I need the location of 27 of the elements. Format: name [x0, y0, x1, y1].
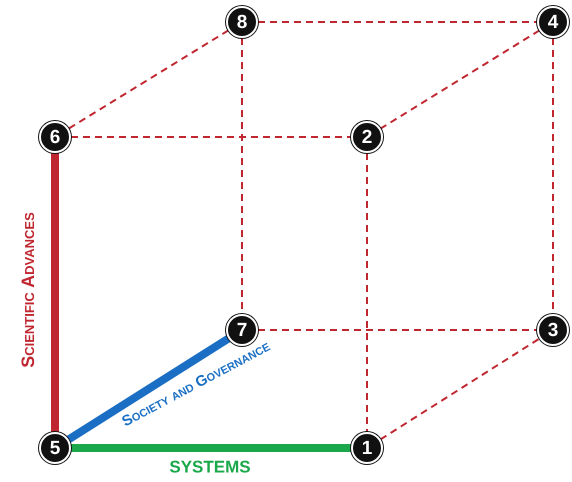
number-circle — [537, 6, 569, 38]
number-circle — [537, 314, 569, 346]
number-circle — [39, 121, 71, 153]
node-number: 4 — [548, 12, 558, 32]
node-number: 6 — [50, 128, 60, 146]
dashed-line — [258, 21, 537, 23]
dashed-line — [366, 153, 368, 432]
dashed-line — [71, 136, 351, 138]
number-circle — [39, 432, 71, 464]
dashed-line — [380, 30, 540, 130]
dashed-line — [258, 329, 537, 331]
node-number: 2 — [362, 128, 372, 146]
dashed-line — [68, 30, 229, 130]
edge-label: SYSTEMS — [169, 458, 251, 476]
node-number: 3 — [548, 320, 558, 340]
dashed-line — [380, 338, 540, 440]
node-number: 7 — [236, 320, 248, 340]
connector-bar — [51, 153, 59, 432]
node-number: 5 — [50, 438, 60, 458]
number-circle — [351, 432, 383, 464]
number-circle — [226, 6, 258, 38]
node-number: 1 — [362, 438, 372, 458]
connector-bar — [71, 444, 351, 452]
number-circle — [351, 121, 383, 153]
edge-label: Scientific Advances — [19, 212, 37, 368]
node-number: 8 — [236, 12, 248, 32]
connector-bar — [66, 335, 231, 443]
